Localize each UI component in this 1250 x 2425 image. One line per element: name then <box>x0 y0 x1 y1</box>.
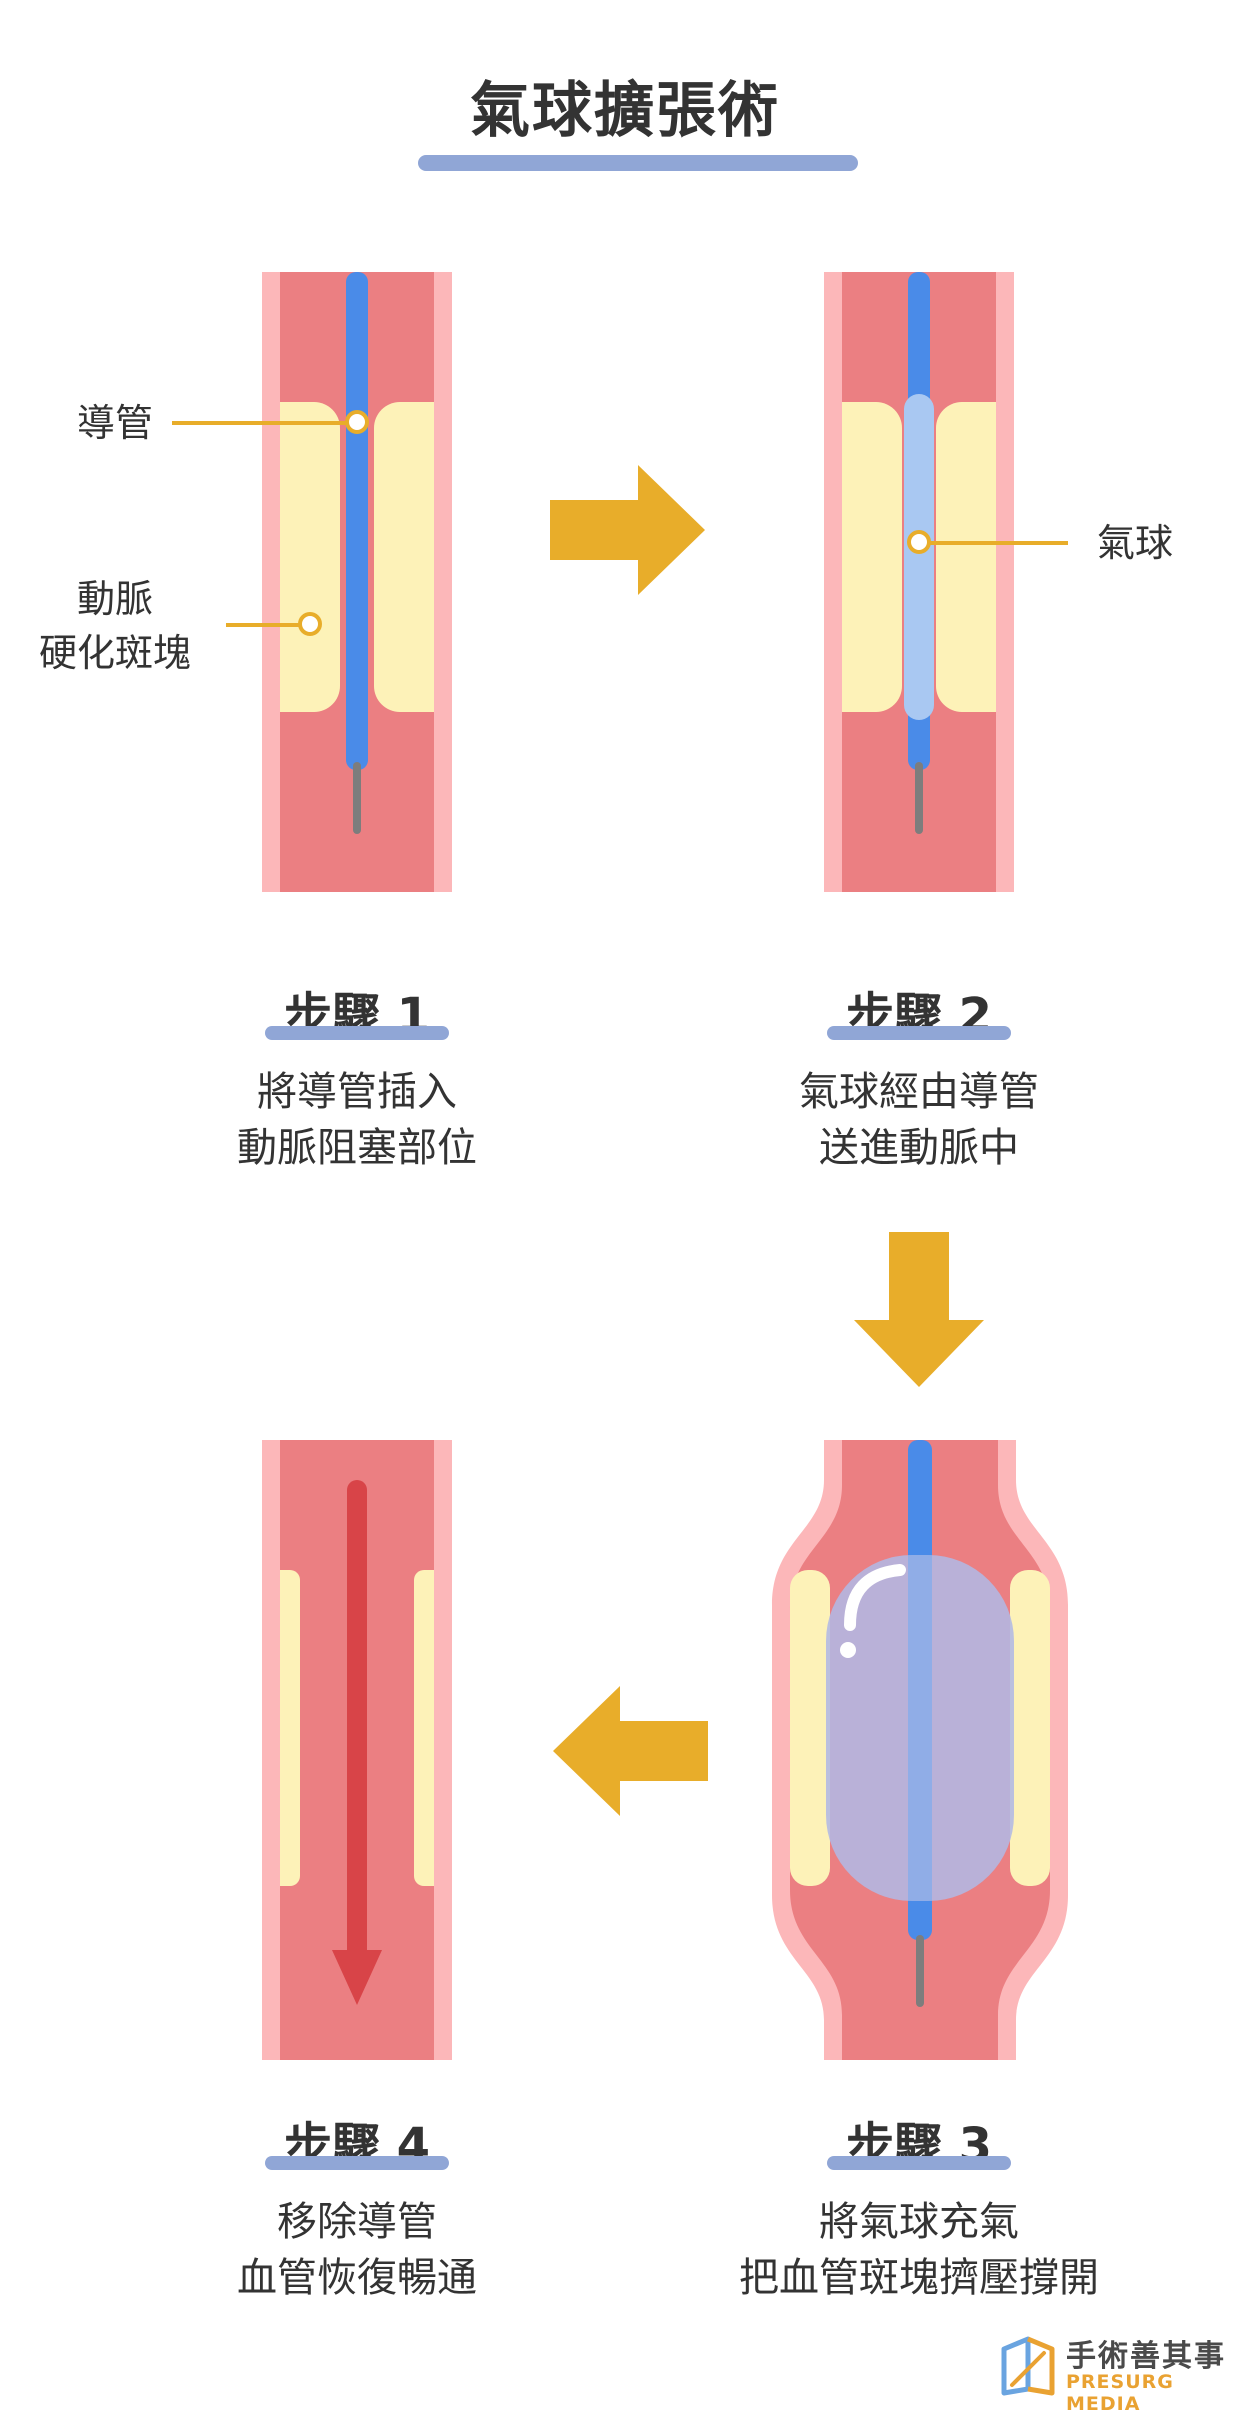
catheter-through-balloon <box>908 1555 932 1901</box>
plaque-left-edge <box>280 402 310 712</box>
logo-icon <box>1001 2336 1055 2396</box>
plaque-right-edge <box>404 402 434 712</box>
step-3-underline <box>827 2156 1011 2170</box>
guidewire <box>916 1935 924 2007</box>
logo-subtitle: PRESURG MEDIA <box>1066 2371 1174 2415</box>
guidewire <box>353 762 361 834</box>
step-4-desc-line1: 移除導管 <box>277 2199 437 2245</box>
step-2-underline <box>827 1026 1011 1040</box>
catheter-pointer-line <box>172 421 347 425</box>
plaque-left-edge <box>842 402 872 712</box>
step-3-desc-line2: 把血管斑塊擠壓撐開 <box>739 2255 1099 2301</box>
catheter <box>346 272 368 770</box>
plaque-left-compressed <box>790 1570 830 1886</box>
step-1-desc-line1: 將導管插入 <box>257 1069 457 1115</box>
flow-arrow-head <box>332 1950 382 2005</box>
catheter-label: 導管 <box>76 401 153 445</box>
deflated-balloon <box>904 394 934 720</box>
arrow-left <box>553 1686 708 1816</box>
balloon-pointer-line <box>928 541 1068 545</box>
balloon-label: 氣球 <box>1096 521 1173 565</box>
logo-name: 手術善其事 <box>1066 2339 1226 2374</box>
step-1-underline <box>265 1026 449 1040</box>
flow-arrow-shaft <box>347 1480 367 1960</box>
step-2-desc-line2: 送進動脈中 <box>819 1125 1019 1171</box>
step-3-desc-line1: 將氣球充氣 <box>819 2199 1019 2245</box>
page-title: 氣球擴張術 <box>470 76 780 146</box>
plaque-right-compressed <box>1010 1570 1050 1886</box>
diagram-step-1 <box>262 272 452 892</box>
balloon-highlight-dot <box>840 1642 856 1658</box>
plaque-right-residual-edge <box>424 1570 434 1886</box>
step-4-underline <box>265 2156 449 2170</box>
balloon-pointer-dot <box>907 530 931 554</box>
guidewire <box>915 762 923 834</box>
step-4-desc-line2: 血管恢復暢通 <box>237 2255 477 2301</box>
diagram-step-2 <box>824 272 1014 892</box>
plaque-label-line1: 動脈 <box>76 577 153 621</box>
title-underline <box>418 155 858 171</box>
plaque-left-residual-edge <box>280 1570 290 1886</box>
balloon-highlight <box>844 1564 906 1631</box>
step-2-desc-line1: 氣球經由導管 <box>799 1069 1039 1115</box>
diagram-step-4 <box>262 1440 452 2060</box>
arrow-down <box>854 1232 984 1387</box>
diagram-step-3 <box>772 1440 1068 2060</box>
plaque-right-edge <box>966 402 996 712</box>
arrow-right <box>550 465 705 595</box>
plaque-pointer-line <box>226 623 302 627</box>
plaque-label-line2: 硬化斑塊 <box>38 631 191 675</box>
step-1-desc-line2: 動脈阻塞部位 <box>237 1125 477 1171</box>
